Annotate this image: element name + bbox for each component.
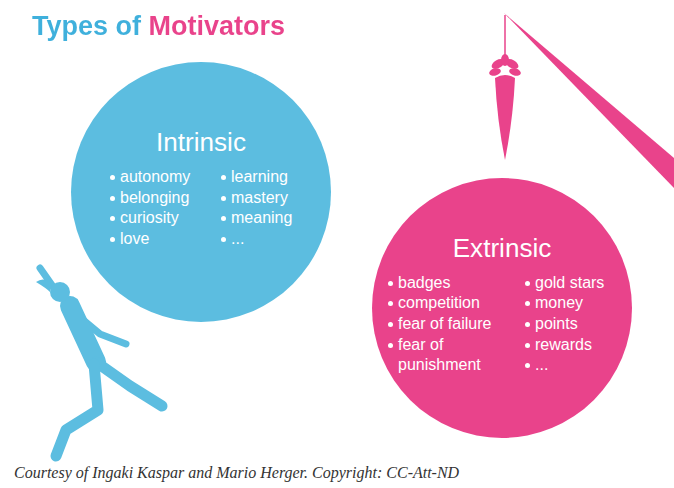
bullet-dot xyxy=(388,343,393,348)
bullet-dot xyxy=(525,301,530,306)
stick xyxy=(504,13,674,188)
circle-fill xyxy=(71,62,331,322)
list-item: autonomy xyxy=(120,167,190,187)
list-item: badges xyxy=(398,273,451,293)
list-item: learning xyxy=(231,167,288,187)
carrot-leaves xyxy=(488,54,521,77)
list-item: points xyxy=(535,314,578,334)
list-item: competition xyxy=(398,293,480,313)
list-item: mastery xyxy=(231,188,288,208)
bullet-dot xyxy=(388,301,393,306)
bullet-dot xyxy=(221,237,226,242)
list-item: rewards xyxy=(535,335,592,355)
person-head xyxy=(50,282,70,302)
list-item: curiosity xyxy=(120,208,179,228)
caption: Courtesy of Ingaki Kaspar and Mario Herg… xyxy=(14,463,459,483)
bullet-dot xyxy=(525,322,530,327)
bullet-dot xyxy=(110,237,115,242)
bullet-dot xyxy=(388,281,393,286)
list-item: fear of failure xyxy=(398,314,491,334)
bullet-dot xyxy=(525,281,530,286)
list-item: meaning xyxy=(231,208,292,228)
extrinsic-circle: Extrinsic badgescompetitionfear of failur… xyxy=(372,178,632,438)
title: Types of Motivators xyxy=(32,9,285,43)
carrot xyxy=(495,75,515,160)
intrinsic-circle: Intrinsic autonomybelongingcuriositylove l… xyxy=(71,62,331,322)
list-item: ... xyxy=(535,355,548,375)
list-item: gold stars xyxy=(535,273,604,293)
bullet-dot xyxy=(221,196,226,201)
list-item: belonging xyxy=(120,188,189,208)
circle-heading: Extrinsic xyxy=(372,230,632,266)
bullet-dot xyxy=(110,175,115,180)
list-item: love xyxy=(120,229,149,249)
circle-heading: Intrinsic xyxy=(71,124,331,160)
list-item: ... xyxy=(231,229,244,249)
bullet-dot xyxy=(388,322,393,327)
bullet-dot xyxy=(221,216,226,221)
bullet-dot xyxy=(525,343,530,348)
bullet-dot xyxy=(525,363,530,368)
bullet-dot xyxy=(221,175,226,180)
circle-fill xyxy=(372,178,632,438)
circle-shape xyxy=(71,62,331,322)
person-hair xyxy=(36,279,52,292)
list-item: money xyxy=(535,293,583,313)
bullet-dot xyxy=(110,196,115,201)
bullet-dot xyxy=(110,216,115,221)
list-item: fear of punishment xyxy=(398,335,516,375)
